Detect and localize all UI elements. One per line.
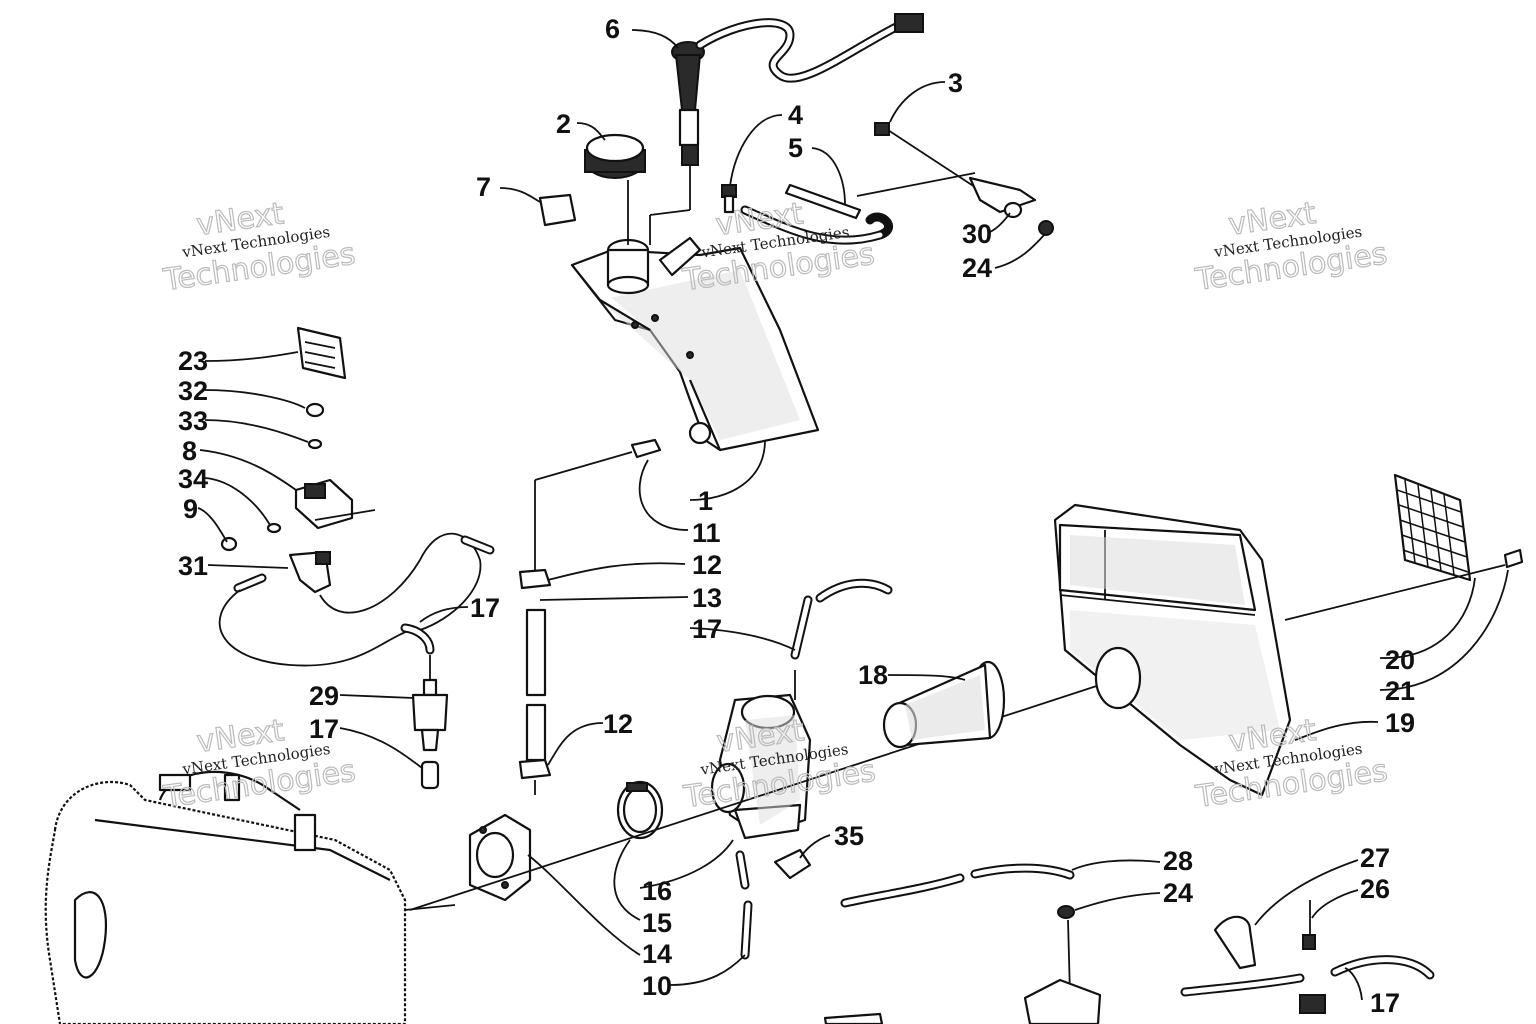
callout-18: 18 [858, 660, 888, 690]
callout-4: 4 [788, 100, 803, 130]
callout-14: 14 [642, 939, 672, 969]
hex-nut [773, 848, 812, 880]
callout-17-filter: 17 [309, 714, 339, 744]
air-intake-horn [882, 660, 1006, 749]
callout-27: 27 [1360, 843, 1390, 873]
callout-17-left: 17 [470, 593, 500, 623]
callout-12-top: 12 [692, 550, 722, 580]
callout-32: 32 [178, 376, 208, 406]
callout-30: 30 [962, 219, 992, 249]
callout-12-bottom: 12 [603, 709, 633, 739]
fuel-cap [584, 133, 646, 245]
callout-24-top: 24 [962, 253, 992, 283]
callout-33: 33 [178, 406, 208, 436]
mounting-bracket [856, 122, 1054, 236]
fuel-pump-area [823, 863, 1435, 1024]
fuel-gauge-sender [649, 13, 924, 245]
callout-13: 13 [692, 583, 722, 613]
callout-6: 6 [605, 14, 620, 44]
callout-15: 15 [642, 908, 672, 938]
fuel-valve-assembly [218, 326, 495, 667]
drain-hose [735, 850, 753, 960]
callout-16: 16 [642, 876, 672, 906]
callout-35: 35 [834, 821, 864, 851]
callout-5: 5 [788, 133, 803, 163]
callout-20: 20 [1385, 645, 1415, 675]
fuel-tank [570, 236, 820, 452]
carburetor [710, 670, 812, 840]
callout-28: 28 [1163, 846, 1193, 876]
callout-2: 2 [556, 109, 571, 139]
decal-plate [538, 193, 577, 227]
callout-31: 31 [178, 551, 208, 581]
callout-numbers: 1 2 3 4 5 6 7 30 24 23 32 33 8 34 9 31 1… [178, 14, 1415, 1018]
watermark-top-right: vNext vNext Technologies Technologies [1192, 195, 1390, 298]
callout-23: 23 [178, 346, 208, 376]
clamp [616, 780, 664, 840]
air-silencer-box [1053, 503, 1292, 797]
callout-29: 29 [309, 681, 339, 711]
vent-fitting [721, 183, 893, 245]
callout-7: 7 [476, 172, 491, 202]
watermark-top-left: vNext vNext Technologies Technologies [160, 196, 358, 299]
callout-21: 21 [1385, 676, 1415, 706]
leader-lines [197, 29, 1509, 1001]
callout-9: 9 [183, 494, 198, 524]
callout-17-bottom: 17 [1370, 988, 1400, 1018]
watermark-bottom-right: vNext vNext Technologies Technologies [1192, 712, 1390, 815]
watermark-top-center: vNext vNext Technologies Technologies [679, 196, 877, 299]
hose-center [790, 578, 893, 660]
engine-block [44, 770, 456, 1024]
screen-mesh [1284, 473, 1524, 621]
callout-26: 26 [1360, 874, 1390, 904]
callout-3: 3 [948, 68, 963, 98]
inline-fuel-filter [411, 655, 449, 790]
callout-8: 8 [182, 436, 197, 466]
callout-34: 34 [178, 464, 208, 494]
callout-24-bottom: 24 [1163, 878, 1193, 908]
callout-11: 11 [692, 518, 721, 548]
fuel-line-parts [518, 438, 662, 795]
callout-17-center: 17 [692, 614, 722, 644]
intake-flange [468, 813, 532, 902]
callout-19: 19 [1385, 708, 1415, 738]
callout-1: 1 [698, 486, 713, 516]
watermark-bottom-center: vNext vNext Technologies Technologies [680, 713, 878, 816]
watermark-bottom-left: vNext vNext Technologies Technologies [160, 713, 358, 816]
callout-10: 10 [642, 971, 672, 1001]
